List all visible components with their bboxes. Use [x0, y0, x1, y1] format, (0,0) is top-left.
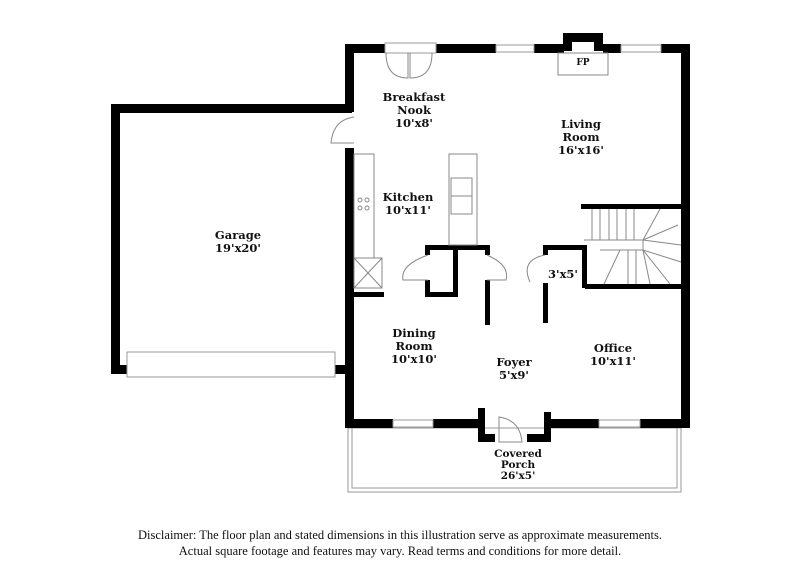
- doors: [330, 52, 546, 443]
- room-label-covered-porch: Covered Porch 26'x5': [494, 449, 542, 482]
- room-label-breakfast-nook: Breakfast Nook 10'x8': [383, 91, 446, 130]
- room-name: Porch: [500, 459, 536, 471]
- disclaimer-line-2: Actual square footage and features may v…: [178, 544, 622, 558]
- room-dims: 3'x5': [548, 267, 578, 281]
- room-name: Kitchen: [382, 190, 434, 204]
- room-dims: 10'x11': [385, 203, 431, 217]
- room-name: Nook: [397, 103, 431, 117]
- room-dims: 10'x10': [391, 352, 437, 366]
- room-dims: 10'x8': [395, 116, 433, 130]
- garage-door: [126, 351, 336, 378]
- room-label-foyer: Foyer 5'x9': [496, 356, 531, 382]
- room-dims: 10'x11': [590, 354, 636, 368]
- room-name: Dining: [392, 326, 436, 340]
- stairs: [584, 208, 682, 285]
- room-name: Living: [561, 117, 601, 131]
- room-label-garage: Garage 19'x20': [215, 229, 261, 255]
- room-name: Breakfast: [382, 90, 446, 104]
- room-dims: 16'x16': [558, 143, 604, 157]
- room-name: Garage: [214, 228, 262, 242]
- room-name: Covered: [494, 448, 542, 460]
- disclaimer: Disclaimer: The floor plan and stated di…: [0, 527, 800, 559]
- room-dims: 5'x9': [499, 368, 529, 382]
- room-name: Foyer: [496, 355, 532, 369]
- room-label-living-room: Living Room 16'x16': [558, 118, 604, 157]
- room-label-dining-room: Dining Room 10'x10': [391, 327, 437, 366]
- room-name: Room: [395, 339, 433, 353]
- room-dims: 19'x20': [215, 241, 261, 255]
- fireplace: [557, 52, 609, 76]
- room-label-office: Office 10'x11': [590, 342, 636, 368]
- room-dims: 26'x5': [500, 470, 536, 482]
- fireplace-label: FP: [576, 58, 590, 68]
- covered-porch-outline: [347, 427, 682, 493]
- house-walls: [345, 33, 690, 442]
- garage-walls: [111, 104, 352, 374]
- room-label-closet: 3'x5': [548, 268, 578, 281]
- room-label-kitchen: Kitchen 10'x11': [383, 191, 434, 217]
- room-name: Room: [562, 130, 600, 144]
- disclaimer-line-1: Disclaimer: The floor plan and stated di…: [138, 528, 662, 542]
- room-name: Office: [593, 341, 633, 355]
- kitchen-fixtures: [353, 153, 478, 289]
